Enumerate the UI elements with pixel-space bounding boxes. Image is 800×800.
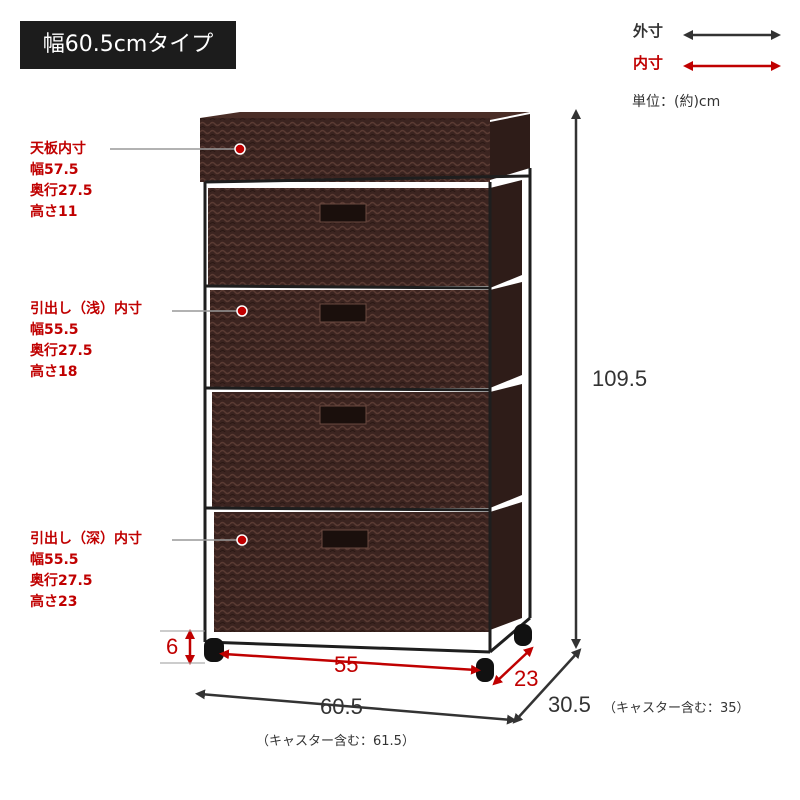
drawer-2 [210,290,490,388]
depth-dimension-line [512,648,582,724]
spec-depth: 奥行27.5 [30,183,93,199]
spec-shallow-drawer: 引出し（浅）内寸 幅55.5 奥行27.5 高さ18 [30,299,142,383]
spec-depth: 奥行27.5 [30,573,93,589]
unit-label: 単位：(約)cm [632,94,721,110]
spec-height: 高さ11 [30,204,78,220]
depth-dimension-label: 30.5 [548,692,591,717]
spec-width: 幅57.5 [30,162,79,178]
side-panels [490,114,530,630]
legend-inner-label: 内寸 [633,54,664,72]
caster-height-dimension-label: 6 [166,634,179,659]
spec-heading: 引出し（浅）内寸 [30,301,142,317]
spec-depth: 奥行27.5 [30,343,93,359]
metal-frame [203,168,532,654]
top-tray [200,112,530,182]
spec-heading: 天板内寸 [30,141,86,157]
width-dimension-note: （キャスター含む：61.5） [256,734,415,749]
spec-leaders [110,143,248,546]
inner-depth-dimension-line [492,646,534,686]
width-dimension-label: 60.5 [320,694,363,719]
spec-heading: 引出し（深）内寸 [30,531,142,547]
height-dimension-label: 109.5 [592,366,648,391]
spec-top-board: 天板内寸 幅57.5 奥行27.5 高さ11 [30,139,93,223]
spec-deep-drawer: 引出し（深）内寸 幅55.5 奥行27.5 高さ23 [30,529,142,613]
depth-dimension-note: （キャスター含む：35） [603,701,750,716]
inner-depth-dimension-label: 23 [514,666,539,691]
inner-width-dimension-line [219,649,481,675]
legend-outer-label: 外寸 [633,22,664,40]
drawer-4 [214,512,490,632]
page-title: 幅60.5cmタイプ [20,21,236,69]
spec-height: 高さ23 [30,594,78,610]
spec-height: 高さ18 [30,364,78,380]
drawer-3 [212,392,490,508]
drawer-1 [208,188,490,286]
width-dimension-line [195,689,517,725]
spec-width: 幅55.5 [30,322,79,338]
inner-width-dimension-label: 55 [334,652,359,677]
spec-width: 幅55.5 [30,552,79,568]
